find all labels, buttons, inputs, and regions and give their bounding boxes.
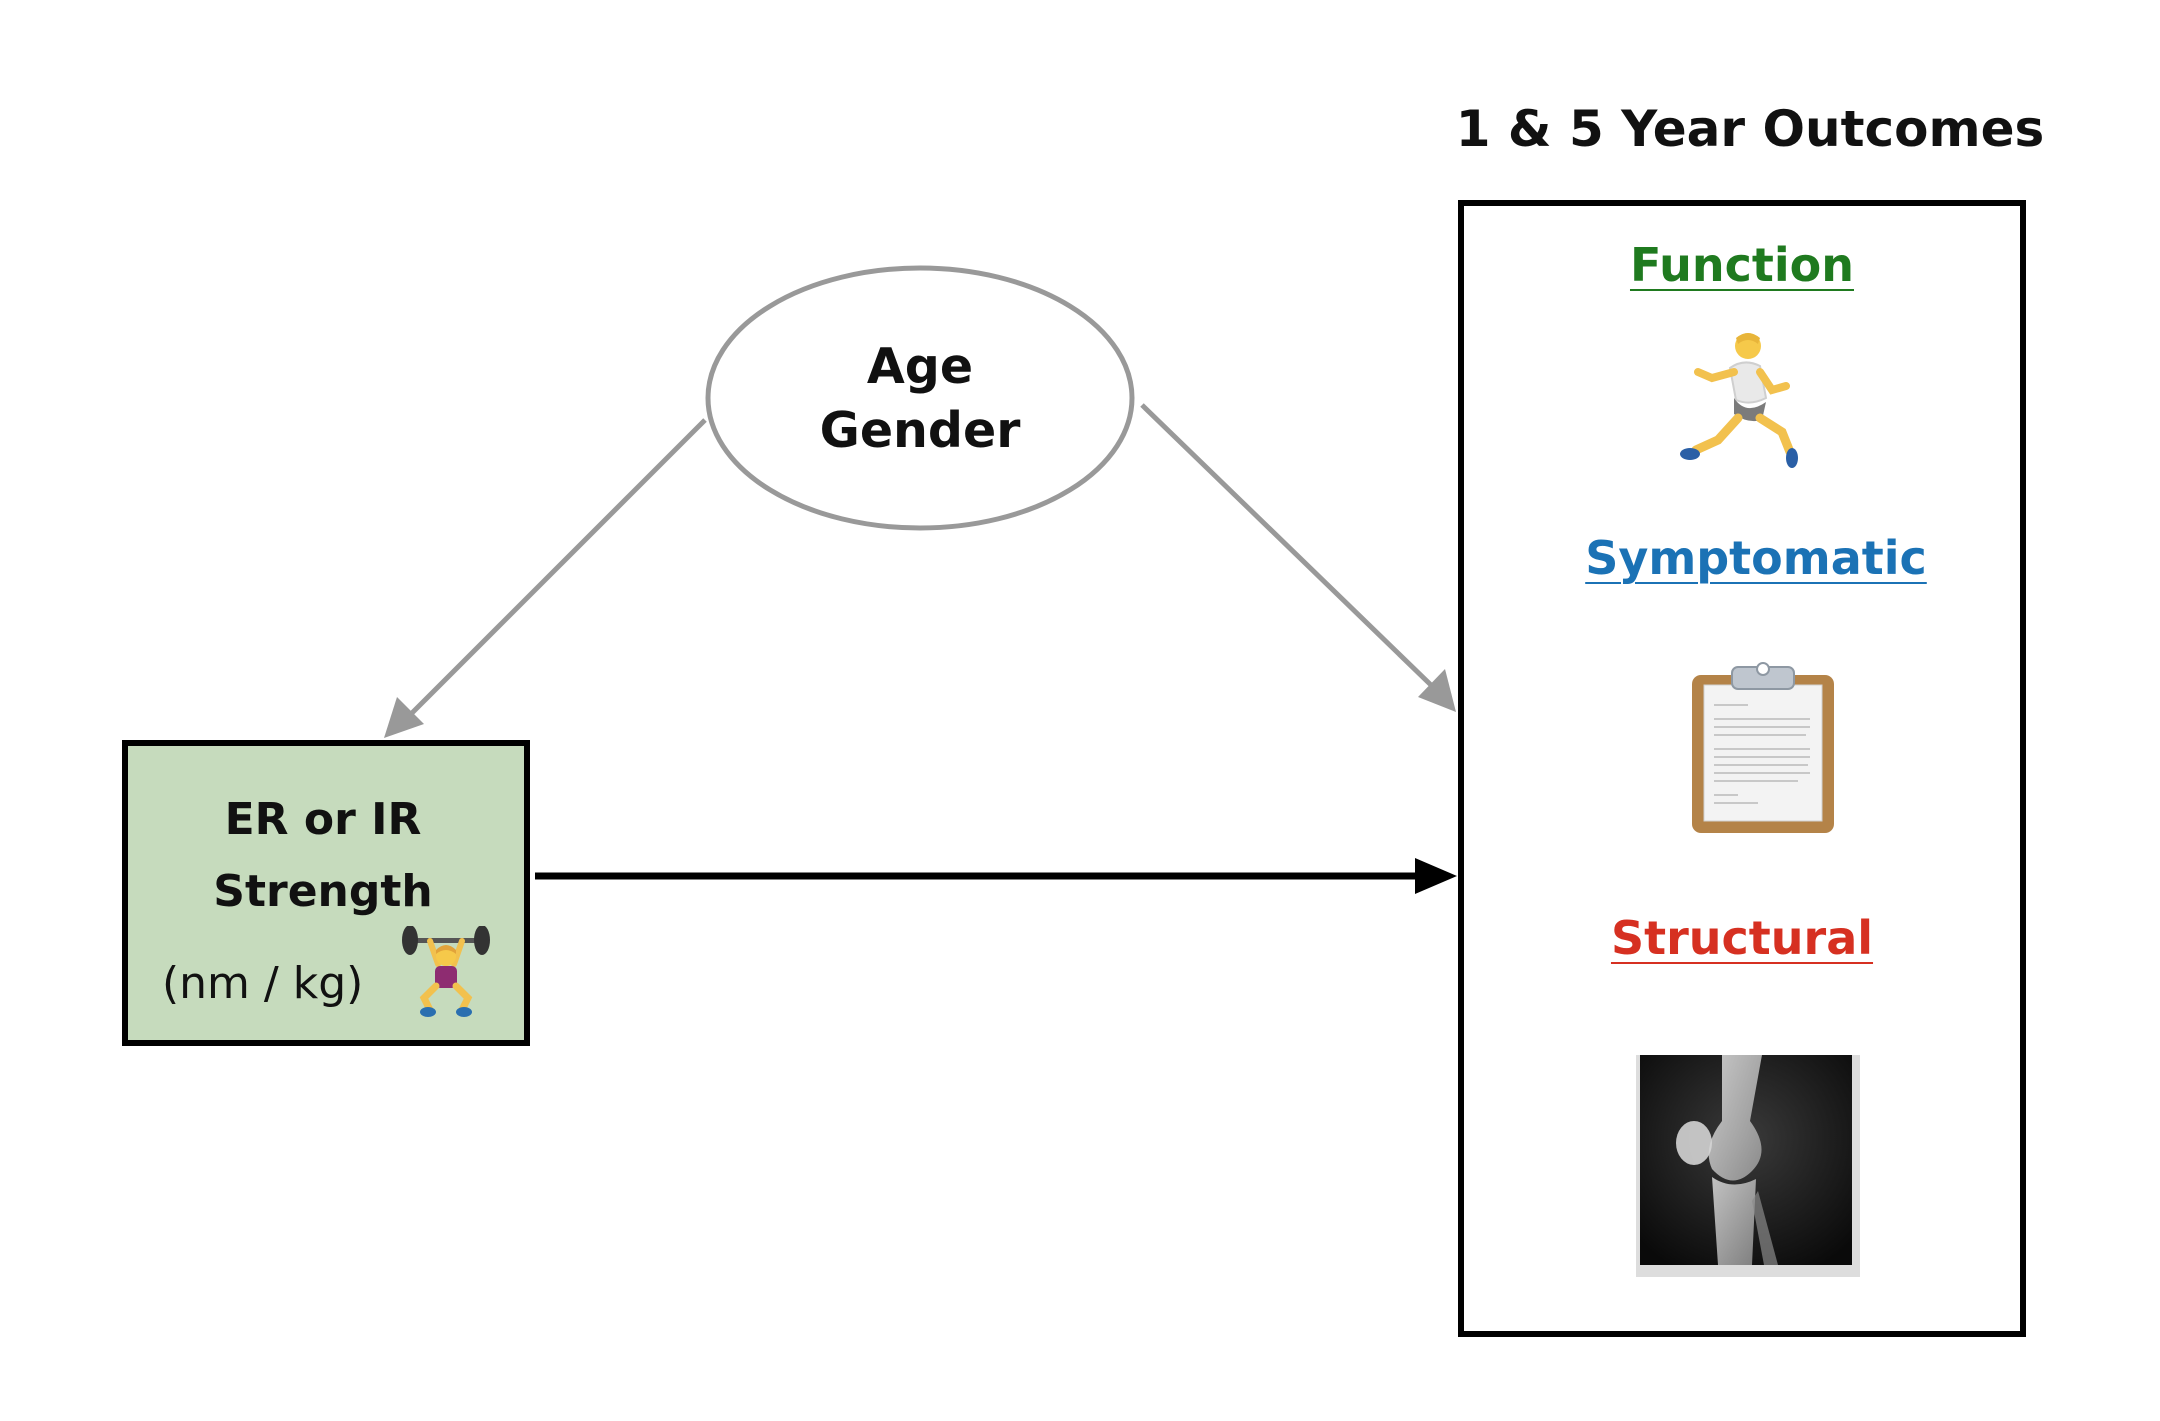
confounder-to-predictor-arrow [410, 418, 707, 715]
outcome-structural-label: Structural [1610, 911, 1874, 965]
predictor-to-outcomes-arrowhead [1415, 858, 1457, 894]
confounder-to-outcomes-arrowhead [1418, 669, 1456, 712]
confounder-age: Age [866, 338, 974, 395]
predictor-box: ER or IR Strength (nm / kg) [122, 740, 530, 1046]
confounder-node: Age Gender [720, 335, 1120, 463]
person-running-icon [1680, 333, 1798, 468]
predictor-title-line2: Strength [213, 866, 433, 917]
outcomes-title: 1 & 5 Year Outcomes [1455, 100, 2045, 158]
confounder-to-predictor-arrowhead [384, 697, 424, 738]
clipboard-icon [1692, 662, 1834, 833]
outcomes-box: Function Symptomatic [1458, 200, 2026, 1337]
confounder-gender: Gender [819, 402, 1021, 459]
predictor-title: ER or IR Strength [128, 784, 518, 928]
knee-xray-image [1632, 1051, 1866, 1283]
confounder-to-outcomes-arrow [1140, 403, 1434, 688]
predictor-unit: (nm / kg) [162, 958, 364, 1009]
outcome-function-label: Function [1629, 238, 1854, 292]
weightlifter-icon [402, 926, 490, 1017]
confounder-ellipse [705, 265, 1135, 531]
predictor-title-line1: ER or IR [224, 794, 422, 845]
outcome-symptomatic-label: Symptomatic [1585, 531, 1927, 585]
